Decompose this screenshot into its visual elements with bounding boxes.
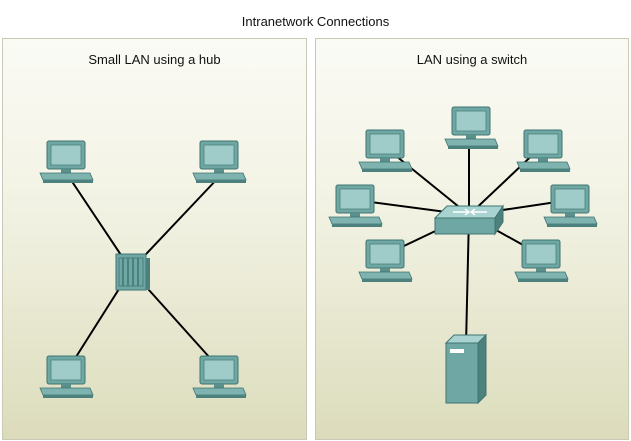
hub-lan-panel-title: Small LAN using a hub [88,52,221,67]
computer-icon [328,184,383,228]
computer-icon [516,129,571,173]
computer-icon [39,140,94,184]
computer-icon [192,140,247,184]
computer-icon [543,184,598,228]
server-icon [445,334,487,404]
computer-icon [192,355,247,399]
computer-icon [514,239,569,283]
switch-icon [434,205,504,235]
computer-icon [358,239,413,283]
switch-link [465,214,470,346]
switch-lan-panel-title: LAN using a switch [416,52,528,67]
computer-icon [39,355,94,399]
hub-icon [115,253,151,291]
computer-icon [444,106,499,150]
diagram-title: Intranetwork Connections [241,14,390,29]
computer-icon [358,129,413,173]
